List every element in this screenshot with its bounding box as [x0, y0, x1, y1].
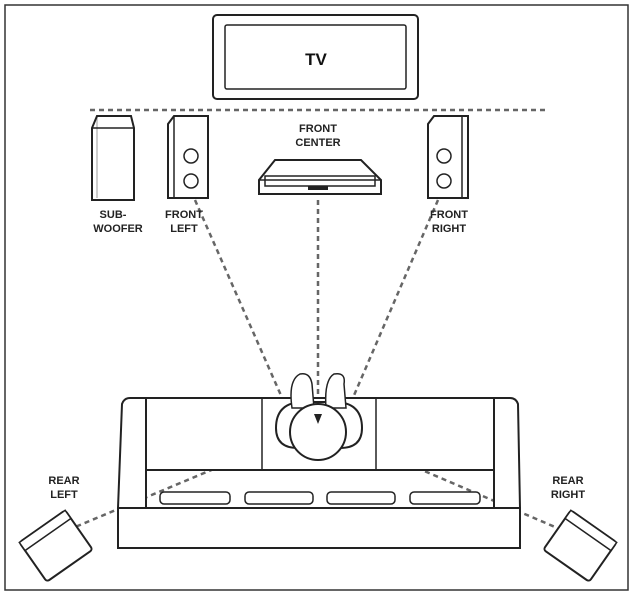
- front-left-woofer: [183, 173, 199, 189]
- subwoofer-label-line1: SUB-: [100, 209, 127, 221]
- sofa-cushion-2: [244, 491, 314, 505]
- front-right-label-line2: RIGHT: [432, 223, 467, 235]
- listener-nose: [314, 414, 322, 424]
- tv-label: TV: [305, 50, 327, 69]
- sofa-right-arm: [493, 397, 522, 509]
- tv-screen: [224, 24, 407, 90]
- subwoofer-label-line2: WOOFER: [93, 223, 143, 235]
- sofa-cushion-1: [159, 491, 231, 505]
- front-left-tweeter: [183, 148, 199, 164]
- front-left-line: [193, 199, 285, 401]
- subwoofer-speaker: [91, 115, 135, 201]
- sofa-left-arm: [116, 397, 147, 509]
- sofa: [116, 397, 522, 549]
- rear-left-speaker: [18, 509, 93, 582]
- front-left-label-line2: LEFT: [170, 223, 198, 235]
- rear-left-line: [67, 438, 284, 532]
- sofa-cushion-3: [326, 491, 396, 505]
- front-right-speaker: [427, 115, 469, 199]
- front-right-label-line1: FRONT: [430, 209, 468, 221]
- rear-left-label-line2: LEFT: [50, 489, 78, 501]
- front-right-tweeter: [436, 148, 452, 164]
- sofa-cushion-4: [409, 491, 481, 505]
- sofa-seat-base: [117, 507, 521, 549]
- rear-right-label-line1: REAR: [552, 475, 583, 487]
- listener-head: [289, 403, 347, 461]
- diagram-frame: [4, 4, 629, 591]
- listener-left-arm: [290, 372, 315, 409]
- front-left-label-line1: FRONT: [165, 209, 203, 221]
- tv: TV: [212, 14, 419, 100]
- listener-right-arm: [324, 372, 347, 409]
- front-center-label-line1: FRONT: [299, 123, 337, 135]
- front-right-woofer: [436, 173, 452, 189]
- rear-right-label-line2: RIGHT: [551, 489, 586, 501]
- front-center-label-line2: CENTER: [295, 137, 340, 149]
- front-right-line: [350, 199, 440, 401]
- front-left-speaker: [167, 115, 209, 199]
- listener: [274, 372, 364, 461]
- front-center-speaker: [258, 159, 382, 195]
- rear-right-speaker: [543, 509, 618, 582]
- rear-left-label-line1: REAR: [48, 475, 79, 487]
- front-center-badge: [308, 186, 328, 190]
